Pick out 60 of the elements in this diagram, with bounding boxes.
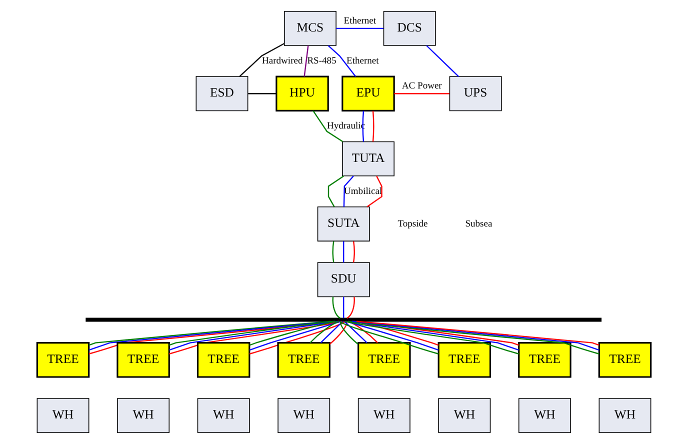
connector	[320, 321, 343, 344]
node-box: WH	[438, 398, 490, 434]
node-box: WH	[518, 398, 570, 434]
connector	[248, 320, 340, 351]
node-box: WH	[196, 398, 250, 434]
node-box: DCS	[382, 10, 436, 46]
node-box: WH	[357, 398, 410, 434]
node-box: EPU	[341, 76, 394, 112]
connector	[88, 320, 330, 346]
node-box: TREE	[518, 342, 571, 378]
connector	[372, 110, 374, 142]
connector	[248, 93, 276, 94]
connector	[238, 42, 284, 77]
node-box: TREE	[357, 342, 410, 378]
edge-label: Ethernet	[343, 16, 376, 26]
node-box: TUTA	[342, 141, 394, 176]
node-box: HPU	[275, 76, 328, 112]
node-box: ESD	[195, 76, 248, 112]
connector	[336, 28, 384, 30]
node-box: UPS	[448, 76, 502, 112]
connector	[356, 320, 599, 346]
connector	[332, 241, 334, 262]
edge-label: RS-485	[306, 56, 336, 67]
node-box: TREE	[598, 342, 652, 378]
connector	[248, 321, 345, 354]
connector	[309, 320, 340, 344]
edge-label: Ethernet	[346, 56, 378, 67]
node-box: MCS	[283, 10, 336, 46]
connector	[426, 45, 459, 77]
connector	[168, 320, 334, 346]
node-box: SDU	[316, 262, 370, 298]
connector	[342, 241, 344, 262]
connector	[346, 296, 354, 319]
node-box: SUTA	[316, 206, 370, 242]
node-box: TREE	[116, 342, 170, 378]
connector	[332, 296, 340, 319]
node-box: WH	[277, 398, 330, 434]
node-box: TREE	[36, 342, 90, 378]
connector	[352, 241, 354, 262]
edge-label: AC Power	[401, 82, 442, 92]
connector	[340, 321, 358, 345]
connector	[303, 46, 308, 77]
edge-label: Hardwired	[262, 56, 302, 67]
node-box: WH	[598, 398, 651, 434]
node-box: WH	[36, 398, 89, 434]
node-box: WH	[116, 398, 170, 434]
node-box: TREE	[437, 342, 491, 378]
node-box: TREE	[196, 342, 250, 378]
connector	[327, 176, 344, 208]
node-bar	[85, 318, 602, 322]
label: Topside	[397, 219, 428, 230]
connector	[344, 321, 367, 344]
connector	[342, 176, 354, 207]
node-box: TREE	[276, 342, 330, 378]
label: Subsea	[464, 219, 492, 230]
connector	[342, 296, 344, 318]
connector	[394, 93, 449, 94]
connector	[327, 45, 356, 77]
connector	[312, 110, 343, 142]
connector	[248, 320, 336, 346]
